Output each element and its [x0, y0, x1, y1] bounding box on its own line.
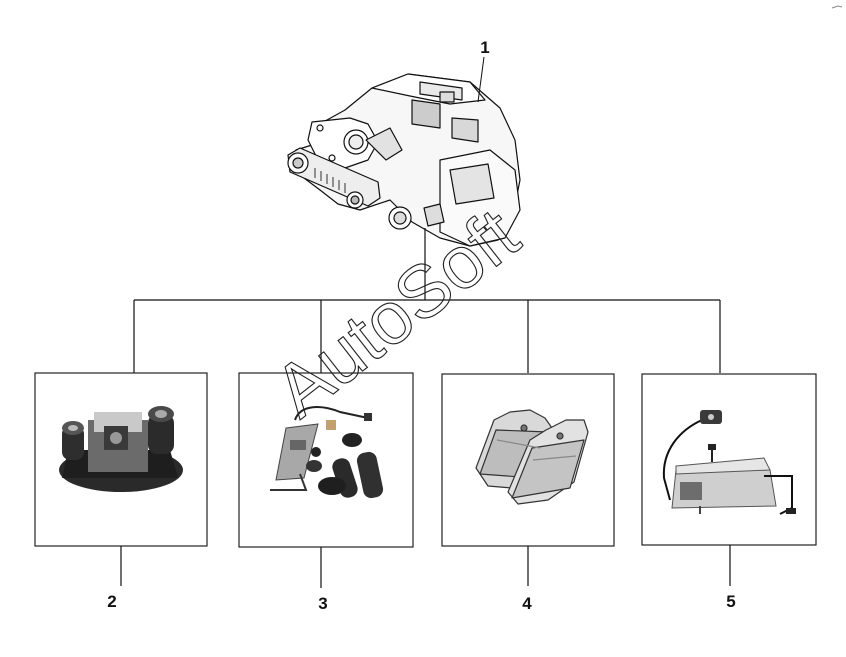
- callout-3: 3: [318, 594, 327, 613]
- callout-2: 2: [107, 592, 116, 611]
- caliper-bridge-mechanism: [59, 406, 183, 492]
- tree-connector: [133, 228, 721, 373]
- callout-1: 1: [480, 38, 489, 57]
- part-box-3[interactable]: [238, 372, 414, 548]
- guide-pin-and-seal-kit: [270, 406, 384, 499]
- brake-pad-set: [475, 409, 589, 505]
- wear-sensor-and-pad-retainer: [662, 410, 796, 515]
- callout-4: 4: [522, 594, 532, 613]
- part-box-5[interactable]: [641, 373, 817, 546]
- leader-line-1: [477, 56, 485, 103]
- corner-mark: [831, 5, 843, 9]
- callout-5: 5: [726, 592, 735, 611]
- brake-caliper-assembly[interactable]: [287, 73, 521, 247]
